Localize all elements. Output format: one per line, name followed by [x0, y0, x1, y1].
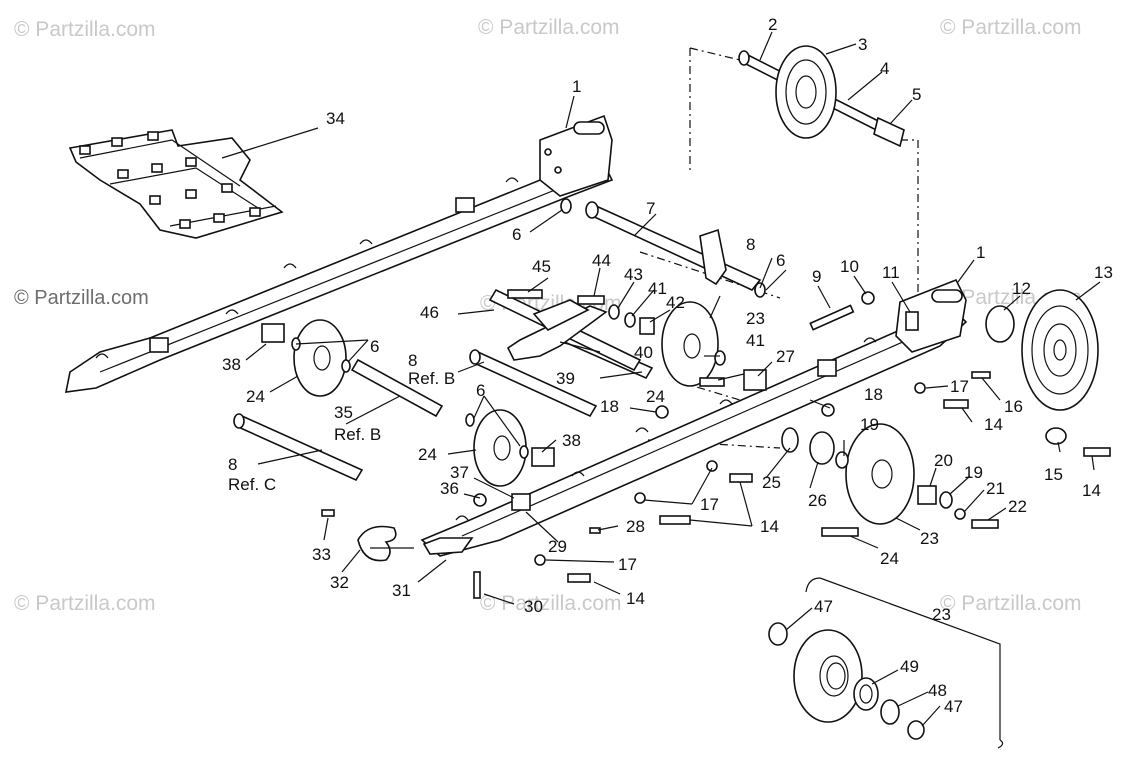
watermark: © Partzilla.com [14, 287, 149, 309]
track-clip-segment [68, 129, 284, 239]
callout-8: 8 [746, 235, 755, 254]
callout-14: 14 [760, 517, 779, 536]
callout-38: 38 [222, 355, 241, 374]
callout-19: 19 [964, 463, 983, 482]
callout-21: 21 [986, 479, 1005, 498]
callout-48: 48 [928, 681, 947, 700]
wheel-detail-inset [768, 577, 1004, 749]
callout-32: 32 [330, 573, 349, 592]
callout-18: 18 [600, 397, 619, 416]
callout-28: 28 [626, 517, 645, 536]
watermark: © Partzilla.com [14, 18, 156, 41]
callout-29: 29 [548, 537, 567, 556]
callout-24: 24 [646, 387, 665, 406]
callout-44: 44 [592, 251, 611, 270]
callout-36: 36 [440, 479, 459, 498]
watermark-layer: © Partzilla.com © Partzilla.com © Partzi… [14, 16, 1082, 615]
callout-42: 42 [666, 293, 685, 312]
watermark: © Partzilla.com [940, 592, 1082, 615]
reference-labels: Ref. B Ref. B Ref. C [228, 369, 455, 494]
watermark: © Partzilla.com [940, 16, 1082, 39]
watermark: © Partzilla.com [478, 16, 620, 39]
callout-2: 2 [768, 15, 777, 34]
callout-16: 16 [1004, 397, 1023, 416]
ref-label: Ref. B [408, 369, 455, 388]
left-rail [64, 114, 614, 393]
callout-25: 25 [762, 473, 781, 492]
callout-14: 14 [626, 589, 645, 608]
callout-15: 15 [1044, 465, 1063, 484]
callout-43: 43 [624, 265, 643, 284]
callout-17: 17 [618, 555, 637, 574]
callout-7: 7 [646, 199, 655, 218]
callout-35: 35 [334, 403, 353, 422]
callout-14: 14 [1082, 481, 1101, 500]
callout-34: 34 [326, 109, 345, 128]
callout-6: 6 [370, 337, 379, 356]
callout-19: 19 [860, 415, 879, 434]
callout-1: 1 [572, 77, 581, 96]
callout-17: 17 [950, 377, 969, 396]
callout-18: 18 [864, 385, 883, 404]
callout-4: 4 [880, 59, 889, 78]
callout-41: 41 [648, 279, 667, 298]
callout-17: 17 [700, 495, 719, 514]
callout-47: 47 [814, 597, 833, 616]
ref-label: Ref. B [334, 425, 381, 444]
watermark: © Partzilla.com [480, 592, 622, 615]
callout-47: 47 [944, 697, 963, 716]
callout-9: 9 [812, 267, 821, 286]
suspension-arm [506, 228, 727, 361]
callout-37: 37 [450, 463, 469, 482]
watermark: © Partzilla.com [14, 592, 156, 615]
callout-38: 38 [562, 431, 581, 450]
callout-41: 41 [746, 331, 765, 350]
callout-11: 11 [882, 263, 900, 282]
leader-lines [221, 31, 1101, 727]
callout-39: 39 [556, 369, 575, 388]
callout-49: 49 [900, 657, 919, 676]
idler-wheels [293, 289, 1099, 525]
callout-23: 23 [932, 605, 951, 624]
callout-6: 6 [476, 381, 485, 400]
callout-8: 8 [228, 455, 237, 474]
callout-13: 13 [1094, 263, 1113, 282]
callout-14: 14 [984, 415, 1003, 434]
callout-12: 12 [1012, 279, 1031, 298]
rear-axle-assembly [738, 45, 905, 148]
right-rail [420, 278, 968, 557]
ref-label: Ref. C [228, 475, 276, 494]
callout-1: 1 [976, 243, 985, 262]
callout-10: 10 [840, 257, 859, 276]
callout-22: 22 [1008, 497, 1027, 516]
callout-24: 24 [880, 549, 899, 568]
callout-27: 27 [776, 347, 795, 366]
callout-6: 6 [512, 225, 521, 244]
callout-24: 24 [418, 445, 437, 464]
callout-40: 40 [634, 343, 653, 362]
callout-31: 31 [392, 581, 411, 600]
callout-33: 33 [312, 545, 331, 564]
callout-26: 26 [808, 491, 827, 510]
callout-23: 23 [920, 529, 939, 548]
callout-5: 5 [912, 85, 921, 104]
callout-30: 30 [524, 597, 543, 616]
callout-45: 45 [532, 257, 551, 276]
callout-20: 20 [934, 451, 953, 470]
callout-3: 3 [858, 35, 867, 54]
callout-46: 46 [420, 303, 439, 322]
callout-23: 23 [746, 309, 765, 328]
callout-layer: 1 1 2 3 4 5 6 6 6 6 7 8 8 8 9 10 11 12 1… [222, 15, 1113, 716]
callout-24: 24 [246, 387, 265, 406]
callout-8: 8 [408, 351, 417, 370]
callout-6: 6 [776, 251, 785, 270]
